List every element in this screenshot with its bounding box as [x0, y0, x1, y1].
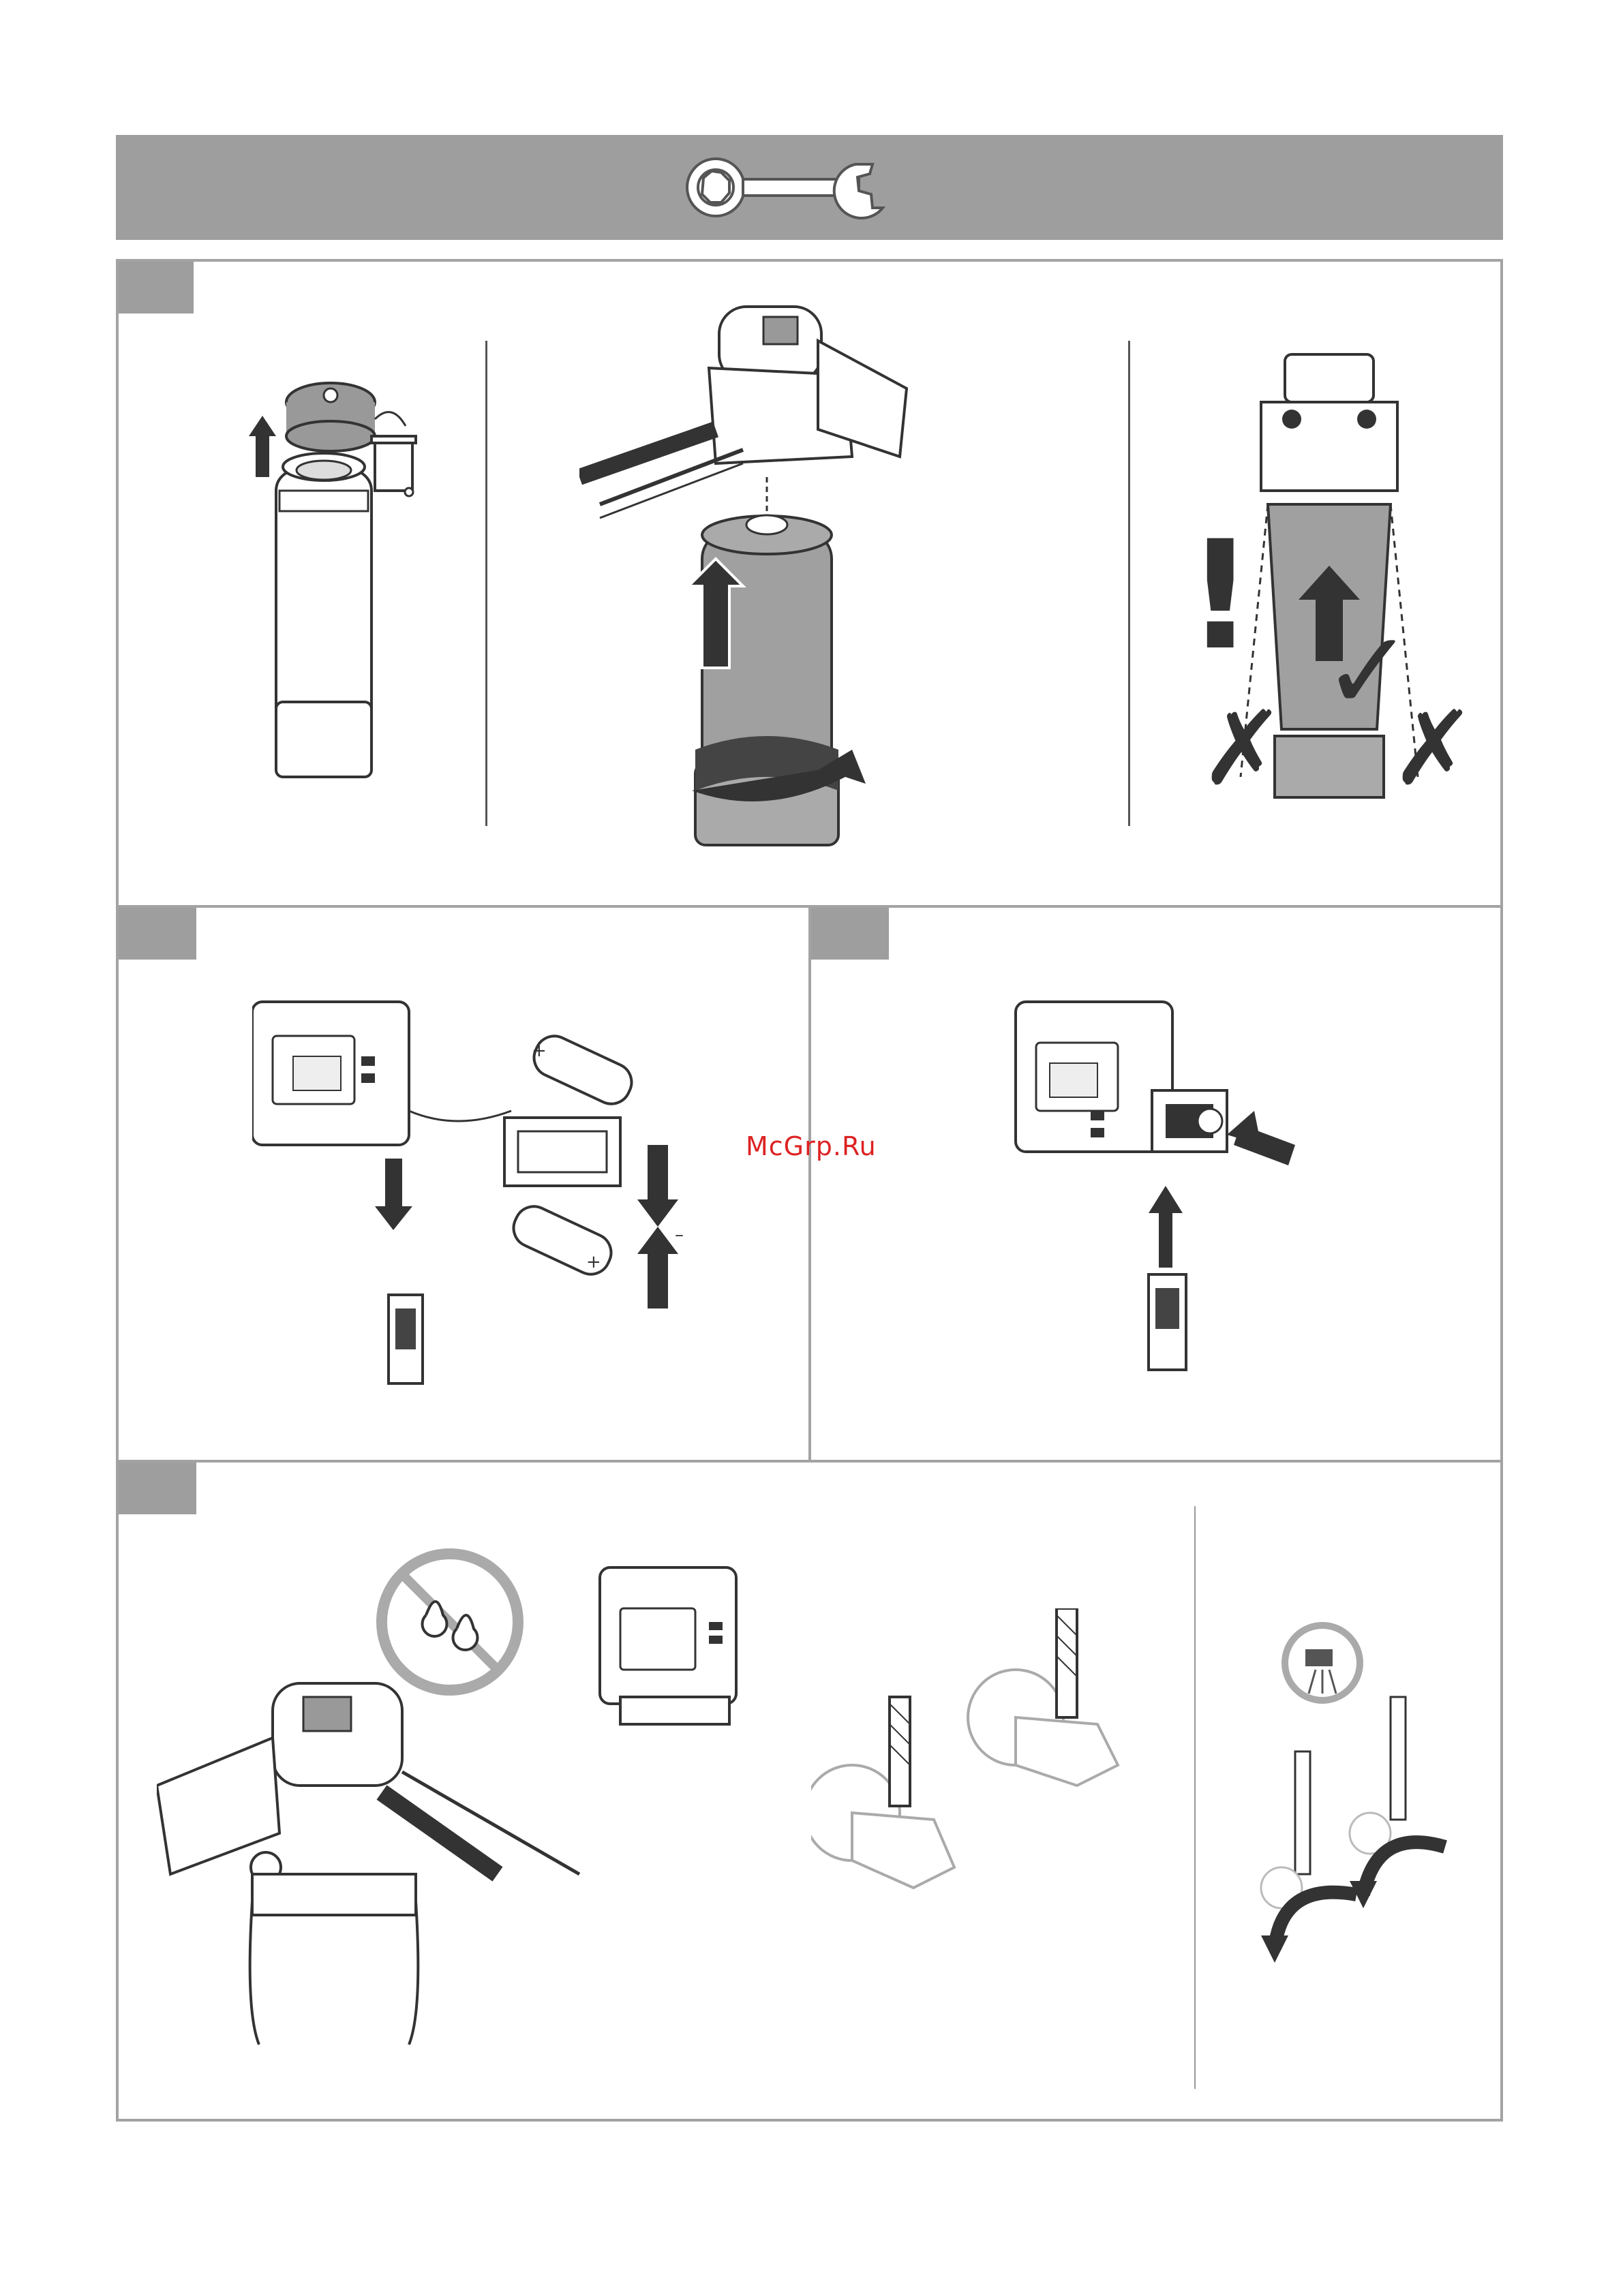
cross-mark-left: ✗ — [1200, 690, 1286, 808]
step-4-tab — [119, 1463, 196, 1514]
header-bar — [116, 135, 1503, 240]
battery-holder — [504, 1118, 620, 1186]
cross-mark-right: ✗ — [1391, 690, 1476, 808]
controller-unit-illustration — [593, 1561, 750, 1738]
valve-open-illustration — [1241, 1622, 1486, 1976]
warning-exclamation: ! — [1186, 508, 1254, 683]
trash-bin-icon — [371, 436, 416, 496]
step-1-tab — [119, 262, 194, 313]
step-2-tab — [119, 908, 196, 960]
separator-1 — [485, 341, 487, 826]
wrench-icon — [116, 135, 1503, 240]
cartridge-removal-illustration — [579, 300, 920, 872]
cartridge-disposal-illustration — [225, 368, 450, 791]
connection-check-illustration — [157, 1547, 593, 2051]
step-3-tab — [811, 908, 889, 960]
separator-2 — [1128, 341, 1130, 826]
watermark-text: McGrp.Ru — [746, 1131, 877, 1161]
column-divider — [808, 905, 811, 1463]
battery-top: + — [528, 1030, 637, 1110]
svg-text:–: – — [675, 1225, 684, 1245]
separator-3 — [1194, 1506, 1196, 2089]
svg-text:+: + — [586, 1252, 601, 1272]
battery-insert-illustration — [1009, 988, 1316, 1383]
battery-replacement-illustration: + + – — [252, 995, 729, 1404]
battery-bottom: + — [507, 1200, 617, 1281]
alignment-warning-illustration: ! ✓ ✗ ✗ — [1159, 341, 1486, 818]
svg-text:+: + — [532, 1041, 547, 1061]
valve-detail-illustration — [811, 1608, 1166, 1922]
